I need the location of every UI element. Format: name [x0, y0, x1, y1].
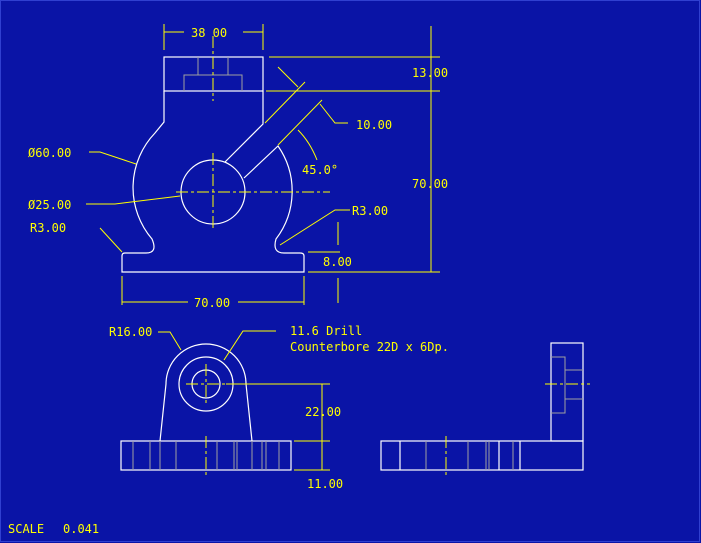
side-dim-lines: [226, 383, 330, 471]
scale-value: 0.041: [63, 522, 99, 536]
hidden-lines-side: [132, 441, 280, 470]
dim-base-thickness[interactable]: 11.00: [307, 477, 343, 491]
right-upright: [550, 342, 584, 442]
dim-top-width-lines: [163, 24, 264, 50]
dim-extension-lines: [266, 26, 440, 273]
leader-lines-side: [158, 330, 276, 361]
hole-note-counterbore[interactable]: Counterbore 22D x 6Dp.: [290, 340, 449, 354]
right-centerlines: [445, 383, 590, 478]
boss-outline: [159, 343, 253, 442]
dim-arm-lines: [264, 66, 348, 161]
dim-center-height[interactable]: 22.00: [305, 405, 341, 419]
dim-boss-radius[interactable]: R16.00: [109, 325, 152, 339]
dim-top-height[interactable]: 13.00: [412, 66, 448, 80]
dim-hole-diameter[interactable]: Ø25.00: [28, 198, 71, 212]
side-view[interactable]: 22.00 11.00 R16.00 11.6 Drill Counterbor…: [109, 324, 449, 491]
dim-fillet-left[interactable]: R3.00: [30, 221, 66, 235]
hidden-lines-right: [425, 356, 583, 470]
dim-arm-width[interactable]: 10.00: [356, 118, 392, 132]
side-centerlines: [186, 364, 226, 478]
bore-centerlines: [176, 153, 330, 230]
hole-note-drill[interactable]: 11.6 Drill: [290, 324, 362, 338]
dim-base-width-lines: [121, 276, 305, 305]
front-view[interactable]: 38 00 13.00 70.00 10.00 45.0° Ø60.00 Ø25…: [28, 24, 448, 310]
dim-fillet-right[interactable]: R3.00: [352, 204, 388, 218]
dim-outer-diameter[interactable]: Ø60.00: [28, 146, 71, 160]
right-base: [380, 440, 584, 471]
scale-label: SCALE: [8, 522, 44, 536]
right-view[interactable]: [380, 342, 590, 478]
right-base-edges: [399, 441, 521, 470]
dim-base-width[interactable]: 70.00: [194, 296, 230, 310]
body-outline: [121, 91, 305, 273]
dim-angle[interactable]: 45.0°: [302, 163, 338, 177]
dim-top-width[interactable]: 38 00: [191, 26, 227, 40]
arm-upper-edge: [224, 91, 264, 163]
dim-overall-height[interactable]: 70.00: [412, 177, 448, 191]
dim-base-height[interactable]: 8.00: [323, 255, 352, 269]
leader-lines-front: [86, 151, 350, 253]
